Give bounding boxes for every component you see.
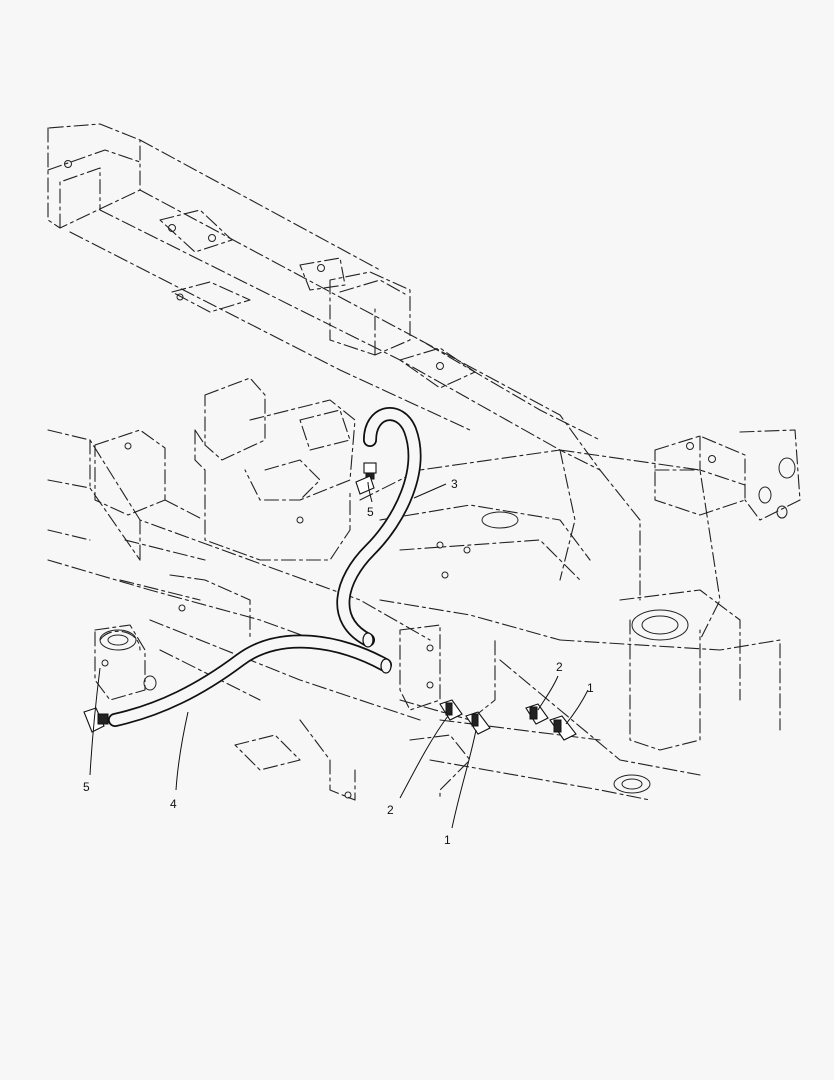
valve-block (119, 377, 356, 601)
callout-2-upper: 2 (556, 660, 563, 674)
callout-1-lower: 1 (444, 833, 451, 847)
leader-lines (89, 481, 589, 829)
hose-3 (336, 407, 422, 648)
fitting-1-right (549, 715, 577, 741)
callout-5-lower: 5 (83, 780, 90, 794)
fitting-5-lower (83, 707, 109, 733)
callout-3: 3 (451, 477, 458, 491)
callout-1-upper: 1 (587, 681, 594, 695)
fitting-5-upper (355, 462, 377, 495)
bores (99, 457, 796, 794)
upper-frame-member (47, 123, 601, 471)
bolt-holes (64, 160, 716, 799)
callout-2-lower: 2 (387, 803, 394, 817)
fitting-1-left (465, 711, 491, 735)
callout-4: 4 (170, 797, 177, 811)
right-housing (429, 429, 801, 801)
lower-frame (47, 429, 601, 801)
hose-4 (108, 634, 392, 727)
fitting-2-left (439, 699, 463, 721)
callout-5-upper: 5 (367, 505, 374, 519)
fitting-2-right (525, 703, 549, 725)
